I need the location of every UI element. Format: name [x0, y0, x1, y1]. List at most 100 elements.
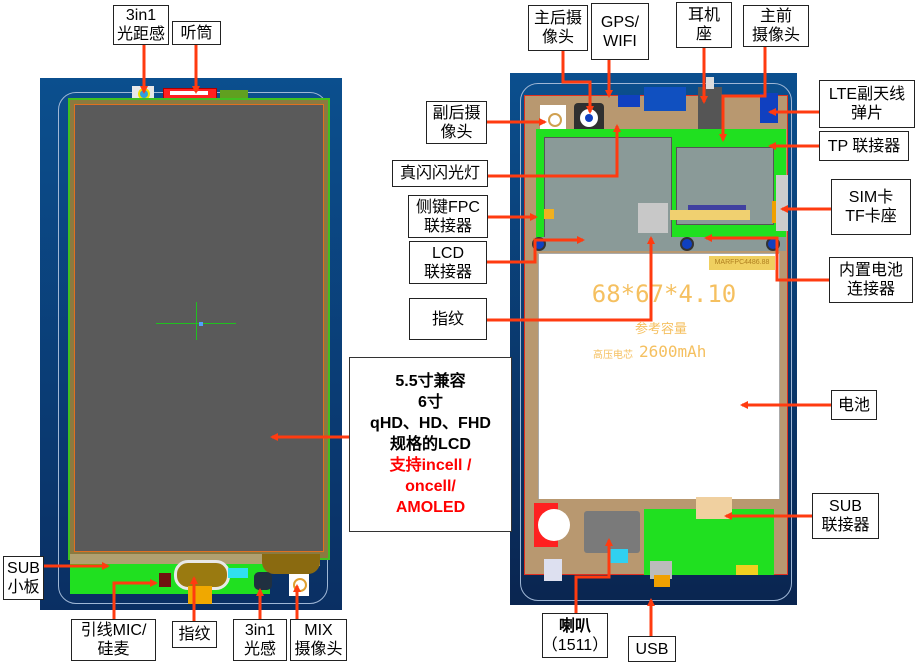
label-lcd-connector: LCD 联接器 — [409, 241, 487, 284]
speaker-chip — [584, 511, 640, 553]
label-flash: 真闪闪光灯 — [392, 160, 488, 187]
fingerprint-connector-pad — [638, 203, 668, 233]
headphone-jack-top — [706, 77, 714, 89]
label-3in1-light-sensor: 3in1 光感 — [233, 619, 287, 661]
label-line: 内置电池 — [838, 262, 903, 279]
label-line: 电池 — [837, 396, 870, 414]
label-line: 3in1 — [244, 622, 276, 639]
mic-component — [159, 573, 171, 587]
gps-wifi-antenna — [618, 95, 640, 107]
label-line: 摄像头 — [751, 27, 800, 44]
label-line: SUB — [7, 560, 40, 577]
label-battery: 电池 — [831, 390, 877, 420]
label-line: 听筒 — [180, 24, 213, 42]
side-key-fpc — [544, 209, 554, 219]
label-line: 硅麦 — [97, 641, 130, 658]
main-rear-camera-lens — [585, 114, 593, 122]
label-line: 像头 — [440, 123, 473, 141]
lcd-spec-note: 5.5寸兼容 6寸 qHD、HD、FHD 规格的LCD 支持incell / o… — [349, 357, 512, 532]
label-line: 连接器 — [846, 281, 895, 298]
lcd-note-red-line: 支持incell / — [389, 457, 472, 474]
sub-rear-camera-lens — [548, 113, 562, 127]
label-line: 光距感 — [116, 26, 165, 43]
label-line: 主前 — [759, 8, 792, 25]
label-3in1-proximity-sensor: 3in1 光距感 — [113, 5, 169, 45]
contacts — [736, 565, 758, 575]
fpc-ribbon — [670, 210, 750, 220]
mix-cam-flex — [262, 554, 320, 574]
battery: MARFPC4486.88 68*67*4.10 参考容量 高压电芯 2600m… — [538, 253, 780, 501]
phone-outline — [520, 83, 792, 601]
label-side-key-fpc: 侧键FPC 联接器 — [408, 195, 488, 238]
usb-flex — [654, 575, 670, 587]
cyan-part — [228, 568, 248, 578]
label-sub-rear-camera: 副后摄 像头 — [426, 101, 487, 144]
right-phone-back-view: MARFPC4486.88 68*67*4.10 参考容量 高压电芯 2600m… — [510, 73, 797, 605]
usb-connector — [650, 561, 672, 579]
lcd-note-line: 规格的LCD — [390, 436, 471, 453]
lcd-note-red-line: oncell/ — [405, 478, 456, 495]
lcd-note-line: qHD、HD、FHD — [370, 415, 491, 432]
receiver-slot — [170, 91, 208, 95]
label-line: 副后摄 — [432, 104, 481, 122]
lcd-note-red-line: AMOLED — [395, 499, 466, 516]
label-main-rear-camera: 主后摄 像头 — [528, 5, 588, 51]
headphone-jack — [698, 87, 722, 131]
label-line: 指纹 — [178, 626, 211, 643]
light-sensor — [254, 572, 272, 590]
label-mic: 引线MIC/ 硅麦 — [71, 619, 156, 661]
battery-ref-capacity: 参考容量 — [635, 321, 688, 336]
label-line: 侧键FPC — [415, 198, 480, 216]
label-line: LCD — [431, 244, 464, 262]
label-line: 联接器 — [423, 217, 472, 235]
label-line: 联接器 — [821, 517, 870, 534]
screw — [532, 237, 546, 251]
label-line: 像头 — [541, 29, 574, 46]
label-line: 摄像头 — [294, 641, 343, 658]
label-fingerprint-left: 指纹 — [172, 621, 217, 648]
label-line: 光感 — [243, 641, 276, 658]
label-line: 小板 — [7, 579, 40, 596]
vibrator — [538, 509, 570, 541]
battery-cell-type: 高压电芯 — [593, 350, 633, 361]
label-line: MIX — [304, 622, 333, 639]
label-line: 弹片 — [850, 105, 883, 122]
label-line: SIM卡 — [848, 189, 894, 206]
lcd-connector-bar — [536, 237, 786, 251]
label-line: GPS/ — [600, 13, 640, 31]
label-usb: USB — [628, 636, 676, 662]
label-speaker: 喇叭 （1511） — [542, 613, 608, 658]
label-lte-antenna: LTE副天线 弹片 — [819, 80, 915, 128]
label-battery-connector: 内置电池 连接器 — [829, 257, 913, 303]
crosshair-dot — [199, 322, 203, 326]
sim-tray — [776, 175, 788, 231]
label-line: WIFI — [603, 32, 637, 50]
label-line: 真闪闪光灯 — [399, 165, 480, 182]
lte-spring — [760, 93, 778, 123]
label-sim-tf: SIM卡 TF卡座 — [831, 179, 911, 235]
label-main-front-camera: 主前 摄像头 — [743, 5, 809, 47]
label-line: SUB — [829, 498, 862, 515]
antenna-pad — [544, 559, 562, 581]
label-line: 联接器 — [423, 263, 472, 281]
crosshair-v — [196, 302, 197, 340]
lcd-panel — [74, 104, 324, 552]
label-line: TF卡座 — [845, 208, 897, 225]
label-fingerprint-right: 指纹 — [409, 298, 487, 340]
battery-capacity: 2600mAh — [639, 342, 707, 361]
fingerprint-flex — [188, 586, 212, 604]
label-line: 耳机 — [687, 7, 720, 24]
label-line: LTE副天线 — [828, 86, 906, 103]
label-tp-connector: TP 联接器 — [819, 131, 909, 161]
label-line: 引线MIC/ — [80, 622, 147, 639]
label-line: 喇叭 — [558, 617, 591, 635]
left-phone-front-view — [40, 78, 342, 610]
label-mix-camera: MIX 摄像头 — [290, 619, 347, 661]
mix-camera-lens — [293, 578, 307, 592]
label-sub-board: SUB 小板 — [3, 556, 44, 600]
label-line: 主后摄 — [533, 10, 582, 27]
screw — [680, 237, 694, 251]
screw — [766, 237, 780, 251]
top-part — [220, 90, 248, 98]
blue-block — [644, 87, 686, 111]
